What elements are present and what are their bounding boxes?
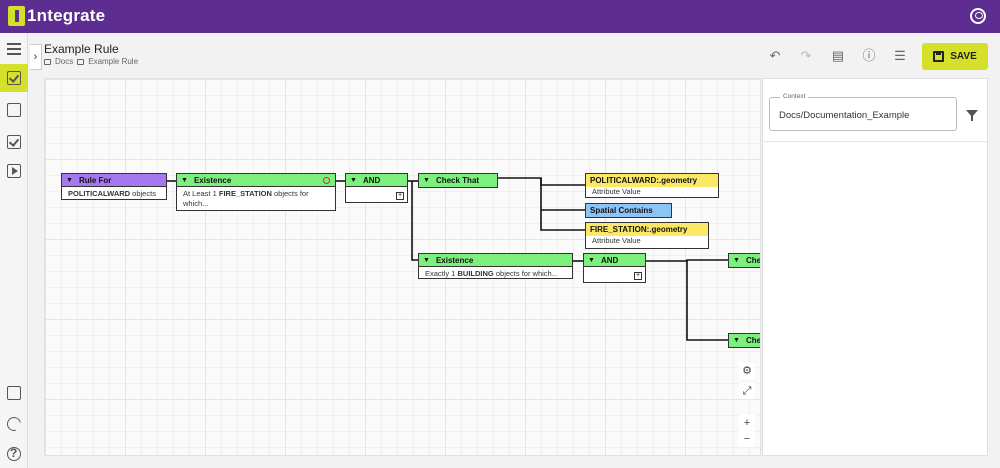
- panel-divider: [763, 141, 987, 142]
- rule-icon: [77, 58, 85, 65]
- node-header[interactable]: ▼Che: [729, 334, 760, 347]
- dark-mode-button[interactable]: [0, 410, 28, 438]
- page-title: Example Rule: [44, 42, 119, 56]
- redo-icon[interactable]: ↷: [800, 48, 812, 63]
- list-icon[interactable]: ☰: [894, 48, 906, 63]
- documents-button[interactable]: [0, 96, 28, 124]
- node-existence[interactable]: ▼Existence At Least 1 FIRE_STATION objec…: [176, 173, 336, 211]
- context-label: Context: [780, 93, 809, 100]
- node-attribute-fire-station[interactable]: FIRE_STATION:.geometry Attribute Value: [585, 222, 709, 249]
- node-spatial-contains[interactable]: Spatial Contains: [585, 203, 672, 218]
- node-and-2[interactable]: ▼AND +: [583, 253, 646, 283]
- remove-icon[interactable]: [323, 177, 330, 184]
- comment-icon[interactable]: ▤: [831, 48, 845, 63]
- run-button[interactable]: [0, 157, 28, 185]
- node-header: POLITICALWARD:.geometry: [586, 174, 718, 187]
- node-header[interactable]: ▼AND: [584, 254, 645, 267]
- node-body: Exactly 1 BUILDING objects for which...: [425, 269, 558, 278]
- settings-icon[interactable]: ⚙: [739, 363, 755, 379]
- chevron-down-icon[interactable]: ▼: [423, 177, 430, 184]
- node-header[interactable]: ▼Rule For: [62, 174, 166, 187]
- play-icon: [7, 164, 21, 178]
- logo-mark: [8, 6, 25, 26]
- logo-text: 1ntegrate: [27, 6, 106, 25]
- node-check-that[interactable]: ▼Check That: [418, 173, 498, 188]
- chevron-down-icon[interactable]: ▼: [588, 256, 595, 264]
- sidebar-expand-button[interactable]: ›: [30, 44, 42, 70]
- node-header[interactable]: ▼Existence: [419, 254, 572, 267]
- node-header: Spatial Contains: [590, 206, 653, 215]
- connector-lines: [167, 177, 728, 341]
- help-button[interactable]: ?: [0, 440, 28, 468]
- folder-icon: [44, 58, 51, 65]
- top-bar: 1ntegrate: [0, 0, 1000, 33]
- rule-editor-button[interactable]: [0, 64, 28, 92]
- chevron-down-icon[interactable]: ▼: [733, 337, 740, 344]
- add-child-icon[interactable]: +: [396, 192, 404, 200]
- node-check-partial-1[interactable]: ▼Che: [728, 253, 760, 268]
- zoom-out-button[interactable]: −: [739, 431, 755, 447]
- context-value: Docs/Documentation_Example: [779, 110, 910, 121]
- app-logo[interactable]: 1ntegrate: [8, 6, 105, 26]
- help-icon: ?: [7, 446, 21, 461]
- rules-list-button[interactable]: [0, 35, 28, 63]
- context-field[interactable]: Context Docs/Documentation_Example: [769, 93, 957, 131]
- account-icon[interactable]: [970, 8, 986, 24]
- save-icon: [933, 51, 945, 62]
- dark-mode-icon: [4, 414, 24, 434]
- node-check-partial-2[interactable]: ▼Che: [728, 333, 760, 348]
- node-body: Attribute Value: [592, 236, 641, 245]
- filter-icon[interactable]: [966, 110, 978, 121]
- chevron-down-icon[interactable]: ▼: [423, 256, 430, 264]
- node-existence-building[interactable]: ▼Existence Exactly 1 BUILDING objects fo…: [418, 253, 573, 279]
- chevron-down-icon[interactable]: ▼: [66, 176, 73, 184]
- left-rail: ?: [0, 33, 28, 468]
- save-button[interactable]: SAVE: [922, 43, 988, 70]
- checklist-button[interactable]: [0, 128, 28, 156]
- node-header[interactable]: ▼Che: [729, 254, 760, 267]
- node-header[interactable]: ▼AND: [346, 174, 407, 187]
- node-header[interactable]: ▼Check That: [419, 174, 497, 187]
- reports-button[interactable]: [0, 379, 28, 407]
- report-icon: [7, 386, 21, 400]
- node-and[interactable]: ▼AND +: [345, 173, 408, 203]
- chevron-down-icon[interactable]: ▼: [733, 257, 740, 264]
- add-child-icon[interactable]: +: [634, 272, 642, 280]
- node-body: Attribute Value: [592, 187, 641, 196]
- node-body: At Least 1 FIRE_STATION objects for whic…: [183, 189, 309, 208]
- node-header[interactable]: ▼Existence: [177, 174, 335, 187]
- breadcrumb-item-docs[interactable]: Docs: [55, 57, 74, 66]
- save-label: SAVE: [950, 51, 977, 62]
- fit-view-icon[interactable]: ⤢: [739, 383, 755, 399]
- undo-icon[interactable]: ↶: [769, 48, 781, 63]
- checklist-icon: [7, 135, 21, 149]
- list-icon: [7, 42, 21, 56]
- breadcrumb: Docs Example Rule: [44, 57, 138, 66]
- properties-panel: Context Docs/Documentation_Example: [762, 78, 988, 456]
- rule-canvas[interactable]: ▼Rule For POLITICALWARD objects ▼Existen…: [44, 78, 761, 456]
- zoom-in-button[interactable]: +: [739, 415, 755, 431]
- document-icon: [7, 103, 21, 117]
- node-header: FIRE_STATION:.geometry: [586, 223, 708, 236]
- node-body: POLITICALWARD objects: [68, 189, 156, 198]
- rule-check-icon: [7, 71, 21, 85]
- info-icon[interactable]: ⓘ: [862, 48, 876, 63]
- chevron-down-icon[interactable]: ▼: [181, 176, 188, 184]
- node-rule-for[interactable]: ▼Rule For POLITICALWARD objects: [61, 173, 167, 200]
- chevron-down-icon[interactable]: ▼: [350, 176, 357, 184]
- node-attribute-politicalward[interactable]: POLITICALWARD:.geometry Attribute Value: [585, 173, 719, 198]
- breadcrumb-item-rule: Example Rule: [88, 57, 139, 66]
